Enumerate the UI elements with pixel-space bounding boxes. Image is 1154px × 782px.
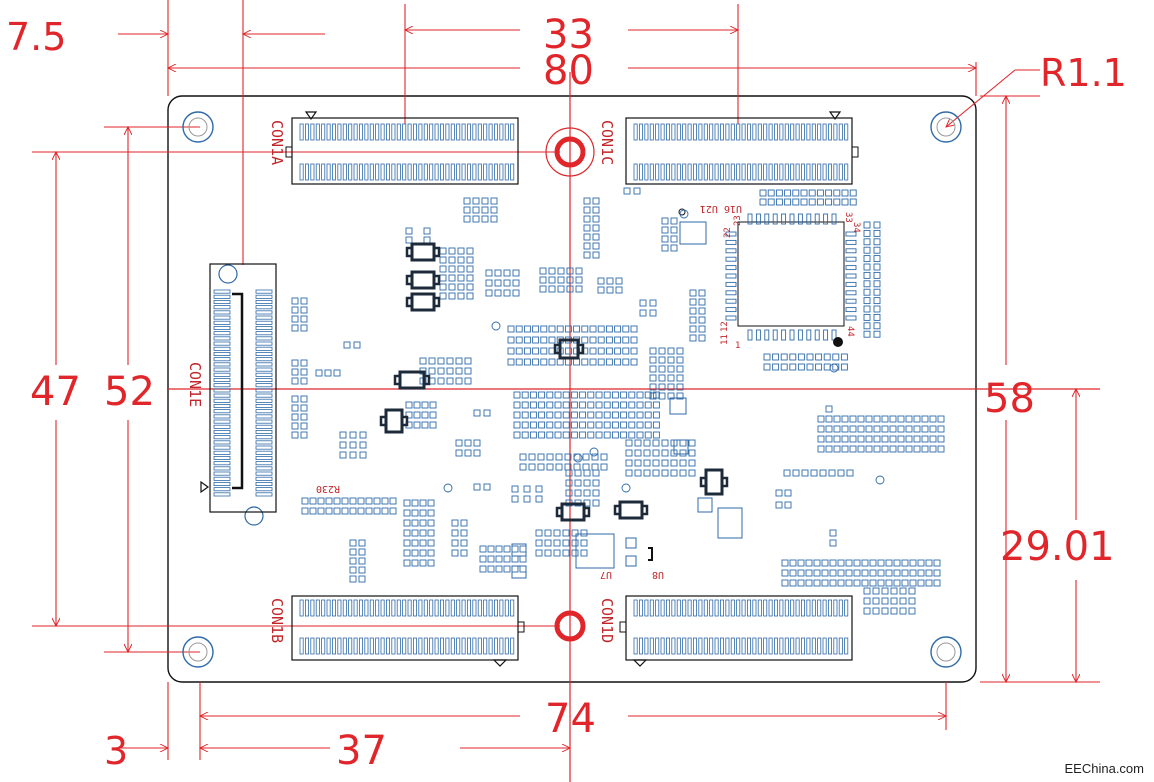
qfp-ic xyxy=(737,221,845,327)
con1d-body xyxy=(625,595,853,661)
dimension-labels: 7.5 33 80 R1.1 47 52 58 29.01 74 3 37 xyxy=(6,12,1127,774)
con1e-body xyxy=(209,263,277,513)
connector-labels: CON1A CON1C CON1B CON1D CON1E xyxy=(186,120,616,643)
label-con1b: CON1B xyxy=(268,598,286,643)
label-con1d: CON1D xyxy=(598,598,616,643)
dim-58: 58 xyxy=(984,376,1035,422)
dim-29-01: 29.01 xyxy=(1000,524,1115,570)
dimension-lines xyxy=(56,30,1076,748)
label-con1e: CON1E xyxy=(186,362,204,407)
dim-52: 52 xyxy=(104,369,155,415)
dim-80: 80 xyxy=(543,48,594,94)
center-crosshair xyxy=(168,72,1100,782)
mounting-holes xyxy=(182,111,962,668)
pin-34: 34 xyxy=(851,222,861,233)
dim-7-5: 7.5 xyxy=(6,15,66,59)
pin-1: 1 xyxy=(735,341,740,351)
pin-12: 12 xyxy=(720,321,730,332)
pin-22: 22 xyxy=(723,227,733,238)
ref-u8: U8 xyxy=(652,569,664,580)
dark-components xyxy=(379,242,729,561)
u16-dot xyxy=(678,208,686,216)
dim-33: 33 xyxy=(543,12,594,58)
dim-3: 3 xyxy=(104,729,128,773)
con1c-body xyxy=(625,117,853,185)
con1a-body xyxy=(291,117,519,185)
pin-33: 33 xyxy=(843,212,853,223)
ref-u7: U7 xyxy=(600,569,612,580)
watermark: EEChina.com xyxy=(1064,761,1144,776)
label-con1a: CON1A xyxy=(268,120,286,165)
pin-44: 44 xyxy=(845,326,855,337)
pin1-dot xyxy=(833,337,843,347)
dim-r1-1: R1.1 xyxy=(1040,51,1127,95)
extension-lines xyxy=(32,0,1100,760)
pin-23: 23 xyxy=(733,215,743,226)
ref-designators: U16 U21 R230 U7 U8 1 11 12 22 23 33 34 4… xyxy=(316,203,861,580)
pin-11: 11 xyxy=(720,334,730,345)
ref-u16-u21: U16 U21 xyxy=(700,203,742,214)
label-con1c: CON1C xyxy=(598,120,616,165)
dim-74: 74 xyxy=(545,696,596,742)
dim-47: 47 xyxy=(30,369,81,415)
connector-pins xyxy=(213,123,859,655)
pad-field xyxy=(291,187,945,615)
ref-r230: R230 xyxy=(316,483,340,494)
con1b-body xyxy=(291,595,519,661)
dim-37: 37 xyxy=(336,728,387,774)
qfp-pads xyxy=(725,213,857,341)
